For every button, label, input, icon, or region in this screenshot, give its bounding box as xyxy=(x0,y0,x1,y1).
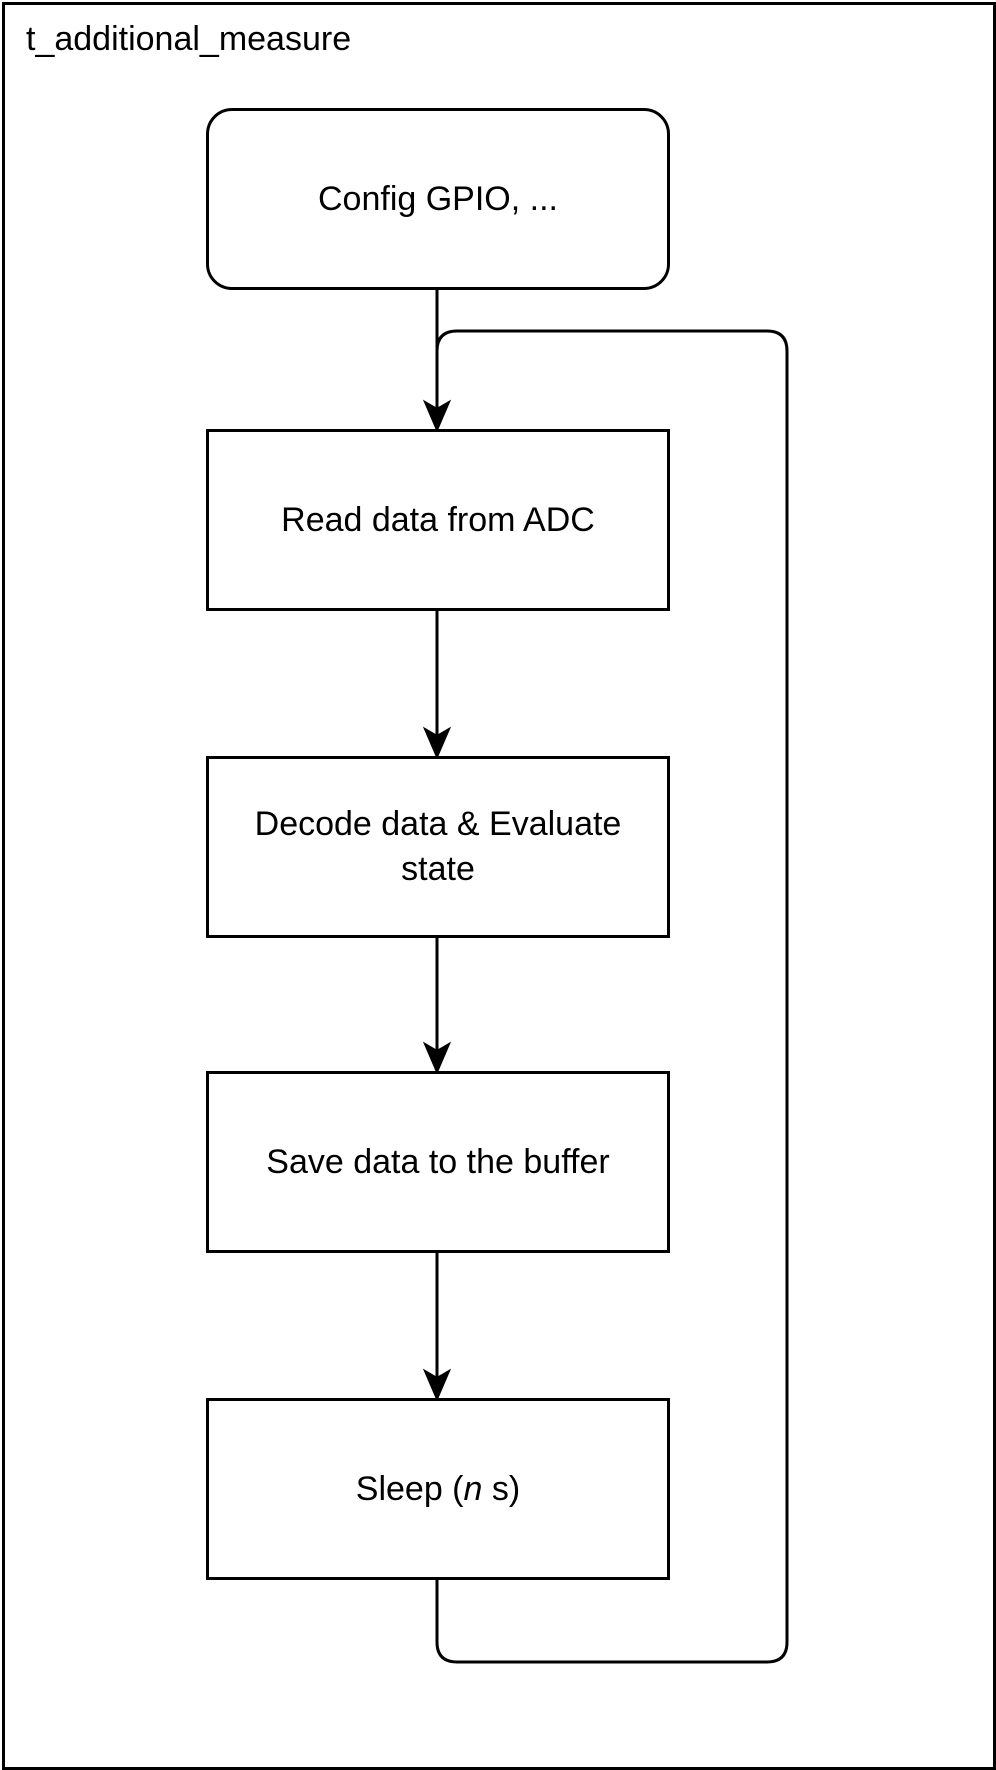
node-sleep-label-variable: n xyxy=(463,1469,483,1508)
node-decode-data-label: Decode data & Evaluate state xyxy=(254,805,622,888)
node-decode-data: Decode data & Evaluate state xyxy=(206,756,670,938)
node-config-gpio-label: Config GPIO, ... xyxy=(318,179,558,218)
node-save-data-label: Save data to the buffer xyxy=(266,1142,610,1181)
edge-sleep-to-read-loop xyxy=(435,329,789,1664)
node-save-data: Save data to the buffer xyxy=(206,1071,670,1253)
node-sleep-label-prefix: Sleep ( xyxy=(355,1469,464,1508)
arrowhead-save-to-sleep xyxy=(422,1368,452,1402)
arrowhead-read-to-decode xyxy=(422,726,452,760)
node-read-data: Read data from ADC xyxy=(206,429,670,611)
node-config-gpio: Config GPIO, ... xyxy=(206,108,670,290)
node-read-data-label: Read data from ADC xyxy=(281,500,595,539)
container-label: t_additional_measure xyxy=(26,20,352,58)
node-sleep: Sleep (n s) xyxy=(206,1398,670,1580)
node-sleep-label: Sleep (n s) xyxy=(356,1467,520,1512)
arrowhead-decode-to-save xyxy=(422,1041,452,1075)
node-sleep-label-suffix: s) xyxy=(482,1469,521,1508)
